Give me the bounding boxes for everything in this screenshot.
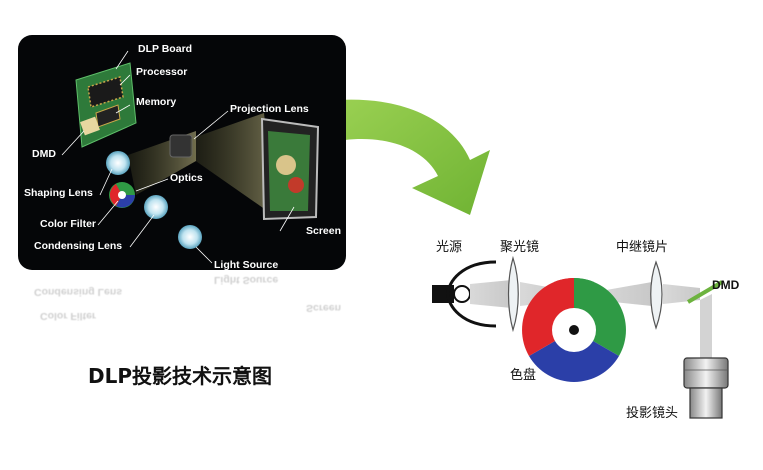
- page-title: DLP投影技术示意图: [88, 364, 273, 388]
- beam-4: [663, 284, 700, 304]
- relay-lens-icon: [650, 260, 663, 330]
- projection-lens-icon: [683, 357, 729, 419]
- dlp-illustration: [61, 50, 320, 264]
- label-dmd: DMD: [32, 148, 56, 160]
- label-processor: Processor: [136, 66, 188, 78]
- label-shaping-lens: Shaping Lens: [24, 187, 93, 199]
- dmd-mirror-icon: [686, 280, 724, 304]
- beam-5: [700, 294, 712, 360]
- beam-1: [470, 280, 512, 308]
- label-color-filter: Color Filter: [40, 218, 97, 230]
- reflection-label-condensing-lens: Condensing Lens: [34, 286, 123, 298]
- label-condensing-lens: Condensing Lens: [34, 240, 123, 252]
- label-light-source: Light Source: [214, 259, 279, 270]
- panel-reflection: Light Source Condensing Lens Screen Colo…: [18, 270, 346, 350]
- condenser-lens-icon: [507, 255, 519, 333]
- label-projection-lens: Projection Lens: [230, 103, 309, 115]
- label-projection-lens-cn: 投影镜头: [626, 406, 679, 421]
- curved-arrow-icon: [338, 99, 490, 215]
- label-condenser-lens-cn: 聚光镜: [500, 240, 540, 255]
- label-light-source-cn: 光源: [436, 240, 463, 255]
- reflection-label-screen: Screen: [306, 302, 342, 314]
- reflection-label-light-source: Light Source: [214, 274, 279, 286]
- dlp-illustration-panel: DLP Board Processor Memory Projection Le…: [18, 35, 346, 270]
- label-relay-lens-cn: 中继镜片: [616, 240, 669, 255]
- label-color-wheel-cn: 色盘: [510, 368, 537, 383]
- reflection-label-color-filter: Color Filter: [40, 310, 97, 322]
- color-wheel-icon: [522, 278, 626, 382]
- label-memory: Memory: [136, 96, 177, 108]
- label-optics: Optics: [170, 172, 203, 184]
- label-dlp-board: DLP Board: [138, 43, 193, 55]
- label-screen: Screen: [306, 225, 342, 237]
- label-dmd-right: DMD: [712, 278, 740, 292]
